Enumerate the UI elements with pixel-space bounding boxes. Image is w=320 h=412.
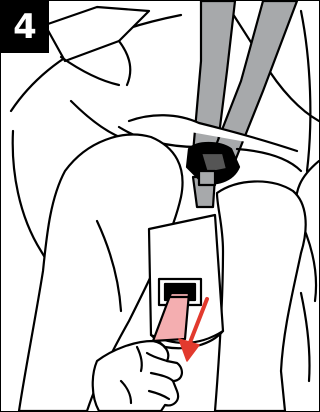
step-number-badge: 4: [1, 1, 49, 53]
headrest: [45, 7, 149, 85]
